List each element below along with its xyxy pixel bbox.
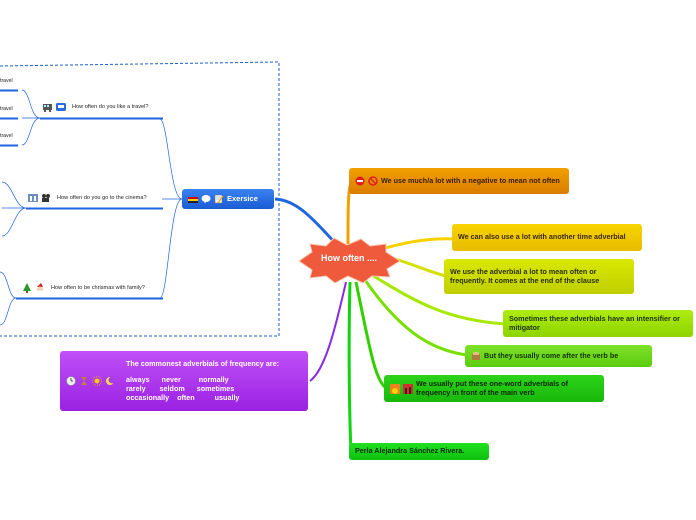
exercise-label: Exersice xyxy=(227,193,258,203)
branch-another-text: We can also use a lot with another time … xyxy=(458,232,626,242)
sun-icon xyxy=(92,376,102,386)
branch-much[interactable]: We use much/a lot with a negative to mea… xyxy=(349,168,569,194)
link-much xyxy=(346,185,352,245)
question-travel[interactable]: How often do you like a travel? xyxy=(43,102,149,112)
question-cinema-text: How often do you go to the cinema? xyxy=(57,195,147,201)
branch-intensifier-text: Sometimes these adverbials have an inten… xyxy=(509,313,680,332)
common-row-3: occasionally often usually xyxy=(126,392,240,402)
christmas-tree-icon xyxy=(22,283,32,293)
cinema-icon xyxy=(28,193,38,203)
branch-front-text: We usually put these one-word adverbials… xyxy=(416,378,569,397)
link-another xyxy=(384,237,456,250)
branch-author-text: Perla Alejandra Sánchez Rivera. xyxy=(355,446,465,456)
city-sunset-icon xyxy=(403,383,413,394)
central-node-shape xyxy=(298,237,401,284)
branch-after-text: But they usually come after the verb be xyxy=(484,350,619,360)
movie-camera-icon xyxy=(41,193,51,203)
moon-icon xyxy=(105,376,116,386)
sunrise-icon xyxy=(390,383,400,394)
hourglass-icon xyxy=(79,376,89,386)
central-topic[interactable]: How often .... xyxy=(321,253,377,263)
link-author xyxy=(347,281,353,452)
exercise-node[interactable]: Exersice xyxy=(182,189,274,209)
verb-be-icon xyxy=(471,351,481,361)
prohibited-icon xyxy=(368,176,378,186)
clock-icon xyxy=(66,376,76,386)
branch-intensifier[interactable]: Sometimes these adverbials have an inten… xyxy=(503,310,693,337)
branch-common[interactable]: The commonest adverbials of frequency ar… xyxy=(60,351,308,411)
common-row-1: always never normally xyxy=(126,375,229,385)
link-after xyxy=(363,279,468,357)
santa-icon xyxy=(35,283,45,293)
cut-label-2: travel xyxy=(0,106,13,112)
link-exercise xyxy=(274,197,338,246)
question-cinema[interactable]: How often do you go to the cinema? xyxy=(28,193,147,203)
question-christmas-text: How often to be chrismas with family? xyxy=(51,285,145,291)
common-row-2: rarely seldom sometimes xyxy=(126,384,235,393)
question-christmas[interactable]: How often to be chrismas with family? xyxy=(22,283,145,293)
cut-label-3: travel xyxy=(0,133,13,139)
link-front xyxy=(354,281,388,390)
flag-icon xyxy=(188,194,198,204)
branch-author[interactable]: Perla Alejandra Sánchez Rivera. xyxy=(349,443,489,460)
question-travel-text: How often do you like a travel? xyxy=(72,104,149,110)
branch-alot-text: We use the adverbial a lot to mean often… xyxy=(450,266,600,285)
link-intensifier xyxy=(371,273,506,326)
branch-after[interactable]: But they usually come after the verb be xyxy=(465,345,652,367)
branch-alot[interactable]: We use the adverbial a lot to mean often… xyxy=(444,259,634,294)
bus-icon xyxy=(56,102,66,112)
branch-much-text: We use much/a lot with a negative to mea… xyxy=(381,175,560,185)
branch-front[interactable]: We usually put these one-word adverbials… xyxy=(384,375,604,402)
link-common xyxy=(309,281,347,382)
cut-label-1: travel xyxy=(0,78,13,84)
speech-bubble-icon xyxy=(201,194,211,204)
no-entry-icon xyxy=(355,176,365,186)
common-title: The commonest adverbials of frequency ar… xyxy=(126,358,279,368)
memo-icon xyxy=(214,194,224,204)
train-icon xyxy=(43,102,53,112)
branch-another[interactable]: We can also use a lot with another time … xyxy=(452,224,642,251)
